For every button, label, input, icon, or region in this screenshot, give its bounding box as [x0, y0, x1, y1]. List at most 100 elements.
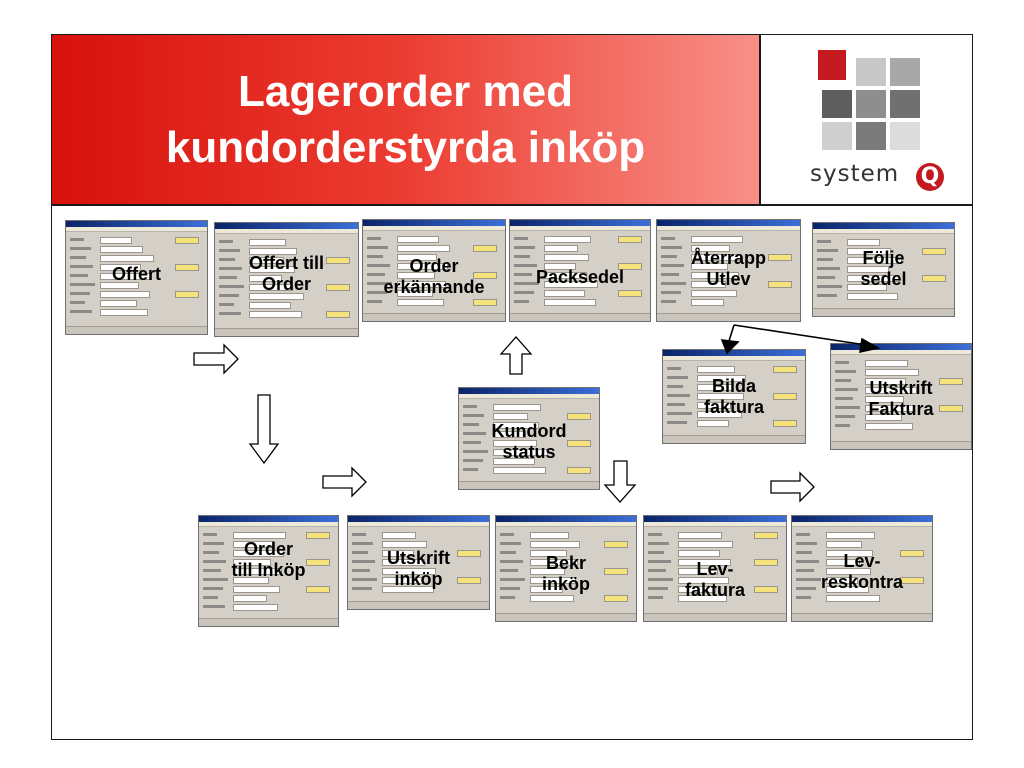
- window-statusbar: [510, 313, 650, 321]
- window-caption: Lev-faktura: [644, 559, 786, 601]
- caption-line: status: [502, 442, 556, 462]
- systemq-logo: system Q: [810, 50, 955, 200]
- down-arrow-icon: [603, 460, 637, 503]
- window-form: [835, 359, 967, 440]
- caption-line: till Inköp: [231, 560, 306, 580]
- window-statusbar: [459, 481, 599, 489]
- caption-line: Utskrift: [869, 378, 933, 398]
- caption-line: Offert: [112, 264, 161, 284]
- logo-red-square: [818, 50, 846, 80]
- logo-square: [890, 90, 920, 118]
- window-statusbar: [496, 613, 636, 621]
- right-arrow-icon: [770, 471, 815, 503]
- caption-line: Utlev: [706, 269, 751, 289]
- window-titlebar: [663, 350, 805, 356]
- window-menubar: [215, 229, 358, 234]
- window-titlebar: [657, 220, 800, 226]
- logo-square: [856, 90, 886, 118]
- window-statusbar: [644, 613, 786, 621]
- window-titlebar: [792, 516, 932, 522]
- title-divider: [759, 35, 761, 204]
- window-titlebar: [215, 223, 358, 229]
- window-menubar: [348, 522, 489, 527]
- window-menubar: [813, 229, 954, 234]
- connector-line: [728, 324, 735, 342]
- window-statusbar: [363, 313, 505, 321]
- header-divider: [52, 204, 972, 206]
- window-form: [648, 531, 782, 612]
- caption-line: Bekr: [545, 553, 587, 573]
- window-form: [817, 238, 950, 307]
- window-titlebar: [459, 388, 599, 394]
- caption-line: Kundord: [491, 421, 567, 441]
- window-thumbnail-offert: Offert: [65, 220, 208, 335]
- window-menubar: [510, 226, 650, 231]
- slide-title: Lagerorder med kundorderstyrda inköp: [166, 64, 645, 176]
- window-titlebar: [813, 223, 954, 229]
- window-menubar: [363, 226, 505, 231]
- window-form: [70, 236, 203, 325]
- down-arrow-icon: [248, 394, 280, 465]
- right-arrow-icon: [193, 343, 239, 375]
- window-statusbar: [831, 441, 971, 449]
- window-caption: Packsedel: [510, 267, 650, 288]
- caption-line: faktura: [684, 580, 746, 600]
- caption-line: Order: [409, 256, 459, 276]
- window-form: [500, 531, 632, 612]
- caption-line: Följe: [862, 248, 905, 268]
- arrowhead-icon: [859, 337, 881, 354]
- window-titlebar: [644, 516, 786, 522]
- window-menubar: [792, 522, 932, 527]
- logo-square: [890, 58, 920, 86]
- logo-square: [822, 90, 852, 118]
- connector-line: [733, 324, 867, 346]
- window-form: [219, 238, 354, 327]
- window-titlebar: [66, 221, 207, 227]
- logo-square: [856, 58, 886, 86]
- window-statusbar: [657, 313, 800, 321]
- window-menubar: [66, 227, 207, 232]
- caption-line: Bilda: [711, 376, 756, 396]
- caption-line: inköp: [394, 569, 443, 589]
- arrowhead-icon: [720, 339, 740, 355]
- window-titlebar: [831, 344, 971, 350]
- window-statusbar: [813, 308, 954, 316]
- caption-line: Order: [261, 274, 312, 294]
- window-statusbar: [348, 601, 489, 609]
- window-titlebar: [496, 516, 636, 522]
- logo-square: [890, 122, 920, 150]
- window-statusbar: [215, 328, 358, 336]
- window-form: [463, 403, 595, 480]
- caption-line: Packsedel: [535, 267, 625, 287]
- window-titlebar: [199, 516, 338, 522]
- title-line-1: Lagerorder med: [238, 66, 573, 116]
- caption-line: Offert till: [249, 253, 324, 273]
- title-banner: Lagerorder med kundorderstyrda inköp: [52, 35, 759, 204]
- window-statusbar: [792, 613, 932, 621]
- window-titlebar: [348, 516, 489, 522]
- caption-line: Utskrift: [386, 548, 450, 568]
- logo-q-icon: Q: [916, 163, 944, 191]
- window-caption: Offert: [66, 264, 207, 285]
- window-titlebar: [363, 220, 505, 226]
- caption-line: Lev-: [696, 559, 734, 579]
- window-form: [367, 235, 501, 312]
- window-menubar: [199, 522, 338, 527]
- window-menubar: [831, 350, 971, 355]
- window-thumbnail-lev-reskontra: Lev-reskontra: [791, 515, 933, 622]
- window-menubar: [496, 522, 636, 527]
